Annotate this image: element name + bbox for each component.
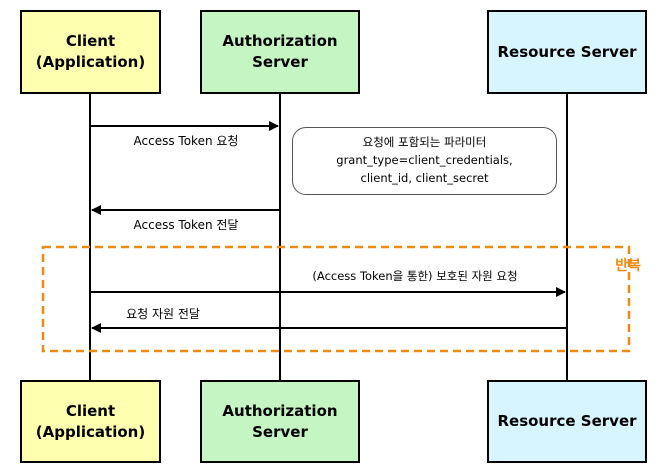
loop-frame <box>41 245 631 353</box>
label-token-request: Access Token 요청 <box>133 134 239 148</box>
resource-server-box-bottom: Resource Server <box>487 380 647 463</box>
label-resource-delivery: 요청 자원 전달 <box>126 307 200 321</box>
client-box-top: Client (Application) <box>20 10 161 94</box>
note-line-1: grant_type=client_credentials, <box>336 153 513 168</box>
auth-server-box-top: Authorization Server <box>200 10 360 94</box>
auth-server-box-bottom: Authorization Server <box>200 380 360 463</box>
resource-server-box-top: Resource Server <box>487 10 647 94</box>
note-title: 요청에 포함되는 파라미터 <box>362 135 487 150</box>
label-token-delivery: Access Token 전달 <box>133 218 239 232</box>
parameter-note: 요청에 포함되는 파라미터 grant_type=client_credenti… <box>292 127 557 195</box>
note-line-2: client_id, client_secret <box>360 170 489 185</box>
label-resource-request: (Access Token을 통한) 보호된 자원 요청 <box>312 269 518 283</box>
client-box-bottom: Client (Application) <box>20 380 161 463</box>
loop-label: 반복 <box>615 258 641 274</box>
